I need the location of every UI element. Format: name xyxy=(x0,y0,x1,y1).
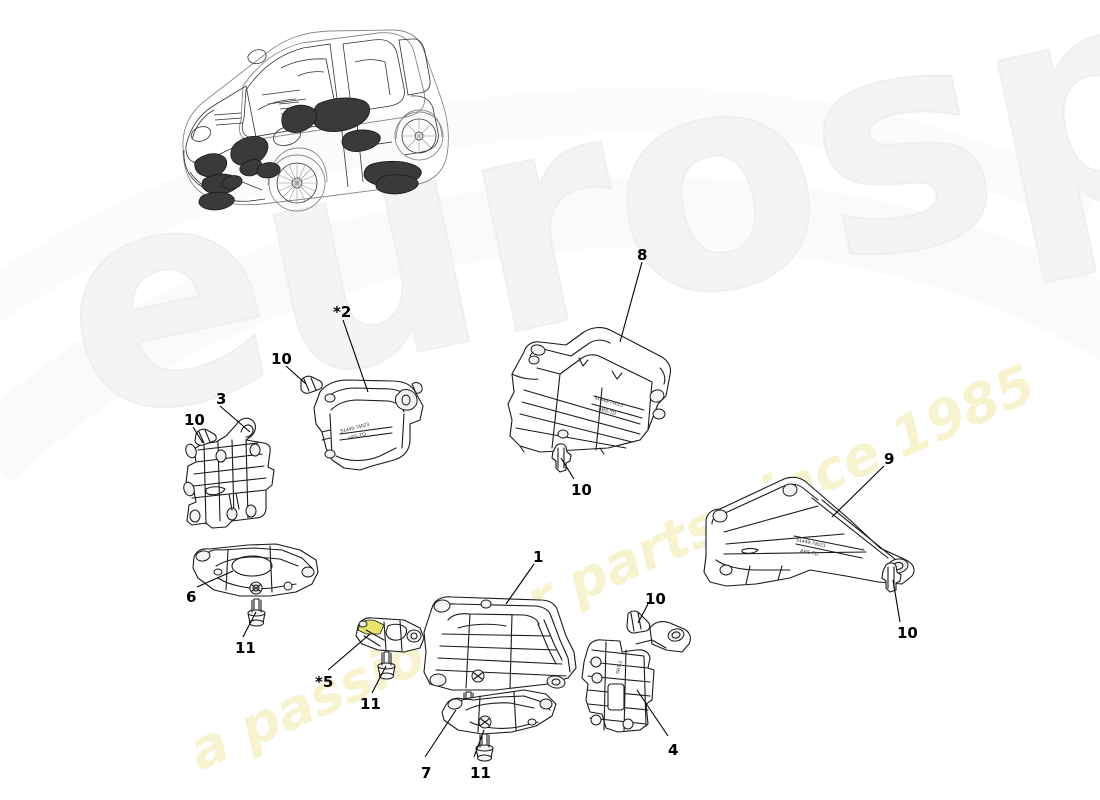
leader-line-10 xyxy=(560,457,575,480)
svg-text:ABS-TD: ABS-TD xyxy=(800,548,820,558)
callout-label-11: 11 xyxy=(470,764,491,782)
leader-line-10 xyxy=(192,426,204,444)
part-6-cover-panel-small xyxy=(192,543,319,627)
clip-fastener-for-cover-2 xyxy=(300,375,323,394)
vehicle-reference-illustration xyxy=(182,29,449,212)
part-4-bracket-support: 5RT-1 xyxy=(581,610,691,733)
callout-label-7: 7 xyxy=(421,764,432,782)
svg-text:ABS-TD: ABS-TD xyxy=(347,432,367,442)
callout-label-10: 10 xyxy=(645,590,666,608)
leader-line-star2 xyxy=(342,319,369,393)
leader-line-10 xyxy=(892,579,901,623)
callout-label-4: 4 xyxy=(668,741,679,759)
callout-label-9: 9 xyxy=(884,450,895,468)
callout-label-10: 10 xyxy=(571,481,592,499)
callout-label-1: 1 xyxy=(533,548,544,566)
leader-line-7 xyxy=(424,709,457,758)
svg-text:5RT-1: 5RT-1 xyxy=(615,660,624,675)
bolt-for-clip-5 xyxy=(377,651,396,680)
callout-label-3: 3 xyxy=(216,390,227,408)
callout-label-11: 11 xyxy=(360,695,381,713)
part-9-engine-under-cover-right: 51449-74023 ABS-TD xyxy=(703,476,915,593)
leader-line-11 xyxy=(242,611,257,638)
leader-line-6 xyxy=(196,570,234,588)
part-2-engine-under-cover-side: 51449-74023 ABS-TD xyxy=(300,375,424,471)
leader-line-3 xyxy=(219,405,251,433)
leader-line-11 xyxy=(473,729,485,758)
leader-line-9 xyxy=(831,465,885,518)
clip-fastener-for-bracket-3 xyxy=(194,428,217,446)
part-8-engine-under-cover-front-large: 51449-74013 ABS-TD xyxy=(507,327,672,473)
svg-text:ABS-TD: ABS-TD xyxy=(597,406,617,417)
callout-label-10: 10 xyxy=(271,350,292,368)
leader-line-11 xyxy=(371,665,387,694)
leader-line-4 xyxy=(636,689,669,737)
callout-label-star2: *2 xyxy=(333,303,352,321)
leader-line-10 xyxy=(285,365,307,385)
bolt-for-cover-6 xyxy=(247,598,266,627)
part-5-retainer-clip-assembly xyxy=(355,617,425,680)
part-3-bracket-under-cover xyxy=(183,417,275,529)
callout-label-6: 6 xyxy=(186,588,197,606)
bolt-for-cover-7 xyxy=(475,733,494,762)
callout-label-10: 10 xyxy=(897,624,918,642)
callout-label-10: 10 xyxy=(184,411,205,429)
part-7-cover-panel-rear xyxy=(441,689,557,762)
leader-line-1 xyxy=(505,563,535,605)
leader-line-10 xyxy=(637,603,649,624)
callout-label-star5: *5 xyxy=(315,673,334,691)
callout-label-11: 11 xyxy=(235,639,256,657)
leader-line-8 xyxy=(619,261,643,343)
callout-label-8: 8 xyxy=(637,246,648,264)
leader-line-star5 xyxy=(327,633,371,671)
